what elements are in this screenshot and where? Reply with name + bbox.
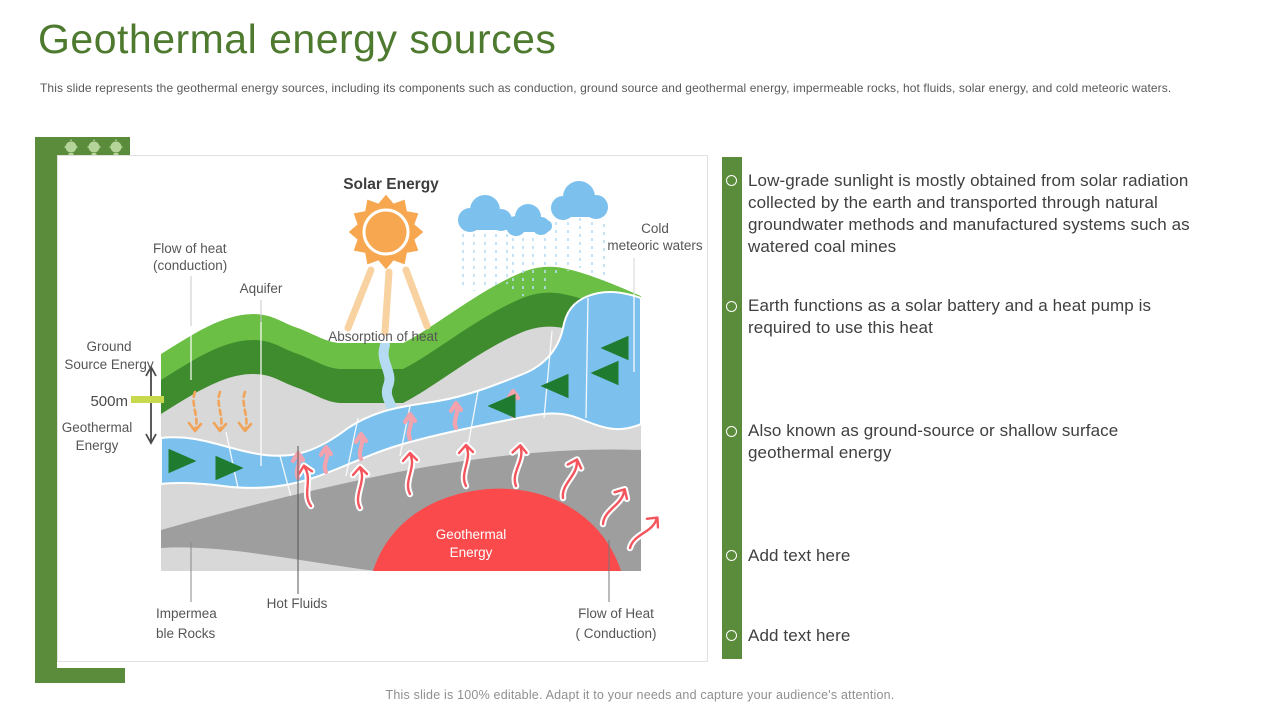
bullet-item-2: Earth functions as a solar battery and a… [748, 296, 1152, 337]
depth-marker-bar [131, 396, 164, 403]
depth-indicator [131, 365, 164, 445]
page-title: Geothermal energy sources [38, 16, 557, 62]
bullet-accent-bar [722, 157, 742, 659]
label-geothermal-core-2: Energy [450, 545, 493, 560]
cloud-icon [506, 204, 552, 236]
geothermal-diagram: Solar Energy Flow of heat (conduction) A… [62, 176, 703, 641]
decoration-vertical-bar [35, 137, 57, 683]
bullet-item-3: Also known as ground-source or shallow s… [748, 421, 1119, 462]
label-ground-source-2: Source Energy [64, 357, 154, 372]
geothermal-diagram-panel: Solar Energy Flow of heat (conduction) A… [57, 155, 708, 662]
cloud-icon [458, 195, 512, 232]
cloud-icon [551, 181, 608, 220]
bullet-marker [726, 301, 737, 312]
label-absorption: Absorption of heat [328, 329, 438, 344]
label-ground-source: Ground [86, 339, 131, 354]
label-flow-of-heat-bottom: Flow of Heat [578, 606, 654, 621]
decoration-bottom-bar [35, 668, 125, 683]
label-hot-fluids: Hot Fluids [267, 596, 328, 611]
bullet-item-placeholder-1[interactable]: Add text here [748, 546, 851, 565]
label-geothermal-left-2: Energy [76, 438, 119, 453]
label-cold-meteoric-2: meteoric waters [607, 238, 703, 253]
bullet-marker [726, 426, 737, 437]
label-solar-energy: Solar Energy [343, 176, 439, 193]
bullet-marker [726, 630, 737, 641]
label-impermeable-rocks-2: ble Rocks [156, 626, 216, 641]
label-flow-of-heat-bottom-2: ( Conduction) [575, 626, 656, 641]
bullet-item-placeholder-2[interactable]: Add text here [748, 626, 851, 645]
bullet-marker [726, 175, 737, 186]
bullet-item-1: Low-grade sunlight is mostly obtained fr… [748, 171, 1190, 256]
footer-note: This slide is 100% editable. Adapt it to… [385, 688, 895, 702]
label-geothermal-left: Geothermal [62, 420, 133, 435]
sun-icon [348, 194, 424, 270]
label-flow-of-heat-top: Flow of heat [153, 241, 227, 256]
terrain-cross-section [161, 266, 641, 572]
label-geothermal-core: Geothermal [436, 527, 507, 542]
label-depth-500m: 500m [90, 393, 128, 410]
label-aquifer: Aquifer [240, 281, 283, 296]
lightbulb-icon [87, 139, 101, 157]
page-subtitle: This slide represents the geothermal ene… [40, 81, 1172, 95]
magma-zone [373, 488, 621, 571]
bullet-marker [726, 550, 737, 561]
water-flow-arrows [168, 335, 629, 481]
label-impermeable-rocks: Impermea [156, 606, 217, 621]
label-cold-meteoric: Cold [641, 221, 669, 236]
sun-rays [344, 266, 431, 336]
label-flow-of-heat-top-2: (conduction) [153, 258, 227, 273]
rain-lines [462, 218, 605, 296]
leader-lines [190, 258, 635, 602]
